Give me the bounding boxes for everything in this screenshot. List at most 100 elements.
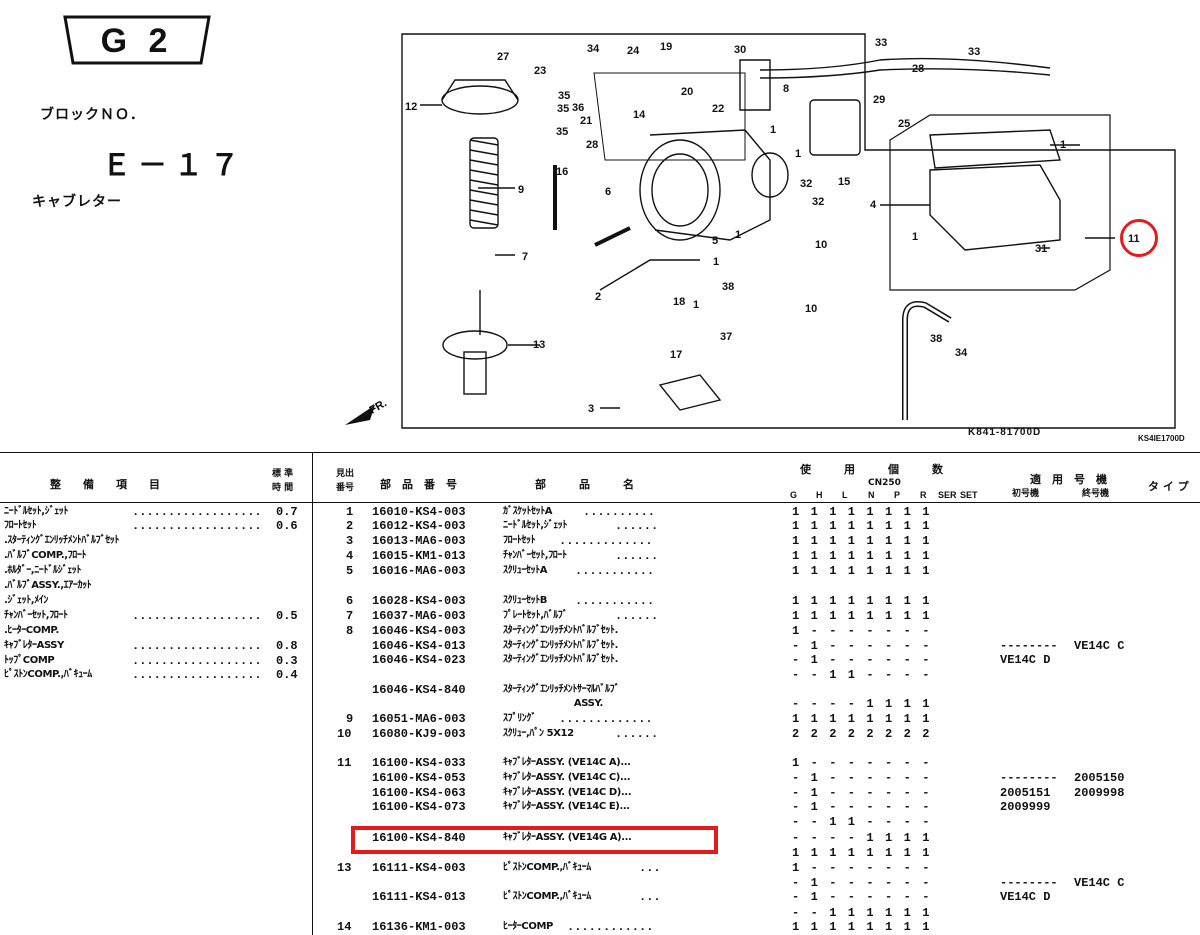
maintenance-std-time: 0.3 (276, 654, 298, 668)
svg-text:25: 25 (898, 118, 910, 130)
part-name: ｽﾀｰﾃｨﾝｸﾞｴﾝﾘｯﾁﾒﾝﾄｻｰﾏﾙﾊﾞﾙﾌﾞ (503, 684, 620, 695)
part-name: ASSY. (503, 698, 603, 709)
leader-dots: ............ (567, 920, 654, 934)
part-number: 16100-KS4-840 (372, 831, 466, 845)
part-name: ｷｬﾌﾞﾚﾀｰASSY. (VE14C A)... (503, 757, 631, 768)
ref-number: 5 (346, 564, 354, 578)
usage-counts: 11111111 (792, 846, 941, 860)
svg-text:10: 10 (805, 303, 817, 315)
leader-dots: ........... (575, 594, 655, 608)
first-serial: -------- (1000, 876, 1058, 890)
svg-text:19: 19 (660, 41, 672, 53)
table-divider (312, 452, 313, 935)
svg-text:30: 30 (734, 44, 746, 56)
maintenance-std-time: 0.7 (276, 505, 298, 519)
maintenance-item-name: ﾄｯﾌﾟCOMP (4, 655, 55, 666)
usage-counts: ----1111 (792, 697, 941, 711)
drawing-code-small: KS4IE1700D (1138, 434, 1185, 443)
svg-text:34: 34 (587, 43, 600, 55)
svg-text:1: 1 (795, 148, 801, 160)
svg-text:1: 1 (713, 256, 719, 268)
usage-counts: 11111111 (792, 609, 941, 623)
svg-text:12: 12 (405, 101, 417, 113)
last-serial: 2009998 (1074, 786, 1125, 800)
leader-dots: .......... (583, 505, 656, 519)
last-serial: 2005150 (1074, 771, 1125, 785)
svg-text:20: 20 (681, 86, 693, 98)
maintenance-std-time: 0.6 (276, 519, 298, 533)
group-badge-frame (63, 15, 211, 65)
part-name: ﾋｰﾀｰCOMP (503, 921, 553, 932)
maintenance-item-name: .ﾊﾞﾙﾌﾞCOMP.,ﾌﾛｰﾄ (4, 550, 87, 561)
svg-text:8: 8 (783, 83, 789, 95)
part-name: ﾋﾟｽﾄﾝCOMP.,ﾊﾞｷｭｰﾑ (503, 862, 591, 873)
svg-text:3: 3 (588, 403, 594, 415)
first-serial: VE14C D (1000, 890, 1051, 904)
part-name: ｽﾀｰﾃｨﾝｸﾞｴﾝﾘｯﾁﾒﾝﾄﾊﾞﾙﾌﾞｾｯﾄ. (503, 654, 618, 665)
svg-text:1: 1 (912, 231, 918, 243)
usage-header: 使 用 個 数 (800, 463, 943, 476)
usage-counts: 1------- (792, 624, 941, 638)
svg-text:32: 32 (800, 178, 812, 190)
svg-text:38: 38 (722, 281, 734, 293)
part-name: ｽﾀｰﾃｨﾝｸﾞｴﾝﾘｯﾁﾒﾝﾄﾊﾞﾙﾌﾞｾｯﾄ. (503, 640, 618, 651)
part-name: ﾌﾛｰﾄｾｯﾄ (503, 535, 536, 546)
usage-counts: --11---- (792, 668, 941, 682)
svg-text:14: 14 (633, 109, 646, 121)
part-name: ﾁｬﾝﾊﾞｰｾｯﾄ,ﾌﾛｰﾄ (503, 550, 567, 561)
ref-number: 6 (346, 594, 354, 608)
usage-counts: -1------ (792, 653, 941, 667)
usage-counts: --111111 (792, 906, 941, 920)
block-number: Ｅ－１７ (102, 150, 247, 182)
usage-counts: -1------ (792, 876, 941, 890)
part-number: 16100-KS4-033 (372, 756, 466, 770)
svg-text:28: 28 (586, 139, 598, 151)
ref-no-header: 見出 番号 (336, 469, 355, 493)
part-number: 16046-KS4-840 (372, 683, 466, 697)
svg-text:1: 1 (693, 299, 699, 311)
usage-counts: 1------- (792, 756, 941, 770)
usage-counts: 11111111 (792, 505, 941, 519)
part-number: 16010-KS4-003 (372, 505, 466, 519)
ref-number: 2 (346, 519, 354, 533)
first-serial: -------- (1000, 639, 1058, 653)
svg-text:34: 34 (955, 347, 968, 359)
part-number: 16013-MA6-003 (372, 534, 466, 548)
body-subframe (593, 72, 746, 161)
svg-text:28: 28 (912, 63, 924, 75)
maintenance-std-time: 0.8 (276, 639, 298, 653)
part-number: 16051-MA6-003 (372, 712, 466, 726)
usage-counts: 11111111 (792, 920, 941, 934)
part-name: ｽﾀｰﾃｨﾝｸﾞｴﾝﾘｯﾁﾒﾝﾄﾊﾞﾙﾌﾞｾｯﾄ. (503, 625, 618, 636)
svg-text:16: 16 (556, 166, 568, 178)
part-number: 16016-MA6-003 (372, 564, 466, 578)
part-number: 16046-KS4-013 (372, 639, 466, 653)
usage-counts: -1------ (792, 771, 941, 785)
table-header-rule (0, 502, 1200, 503)
maintenance-item-name: ﾁｬﾝﾊﾞｰｾｯﾄ,ﾌﾛｰﾄ (4, 610, 68, 621)
maintenance-item-name: ﾌﾛｰﾄｾｯﾄ (4, 520, 37, 531)
part-name: ｽｸﾘｭｰｾｯﾄB (503, 595, 548, 606)
usage-counts: 11111111 (792, 519, 941, 533)
leader-dots: ............. (559, 712, 653, 726)
part-name: ﾋﾟｽﾄﾝCOMP.,ﾊﾞｷｭｰﾑ (503, 891, 591, 902)
svg-text:15: 15 (838, 176, 850, 188)
svg-text:10: 10 (815, 239, 827, 251)
svg-text:22: 22 (712, 103, 724, 115)
last-serial: VE14C C (1074, 639, 1125, 653)
part-name: ﾌﾟﾚｰﾄｾｯﾄ,ﾊﾞﾙﾌﾞ (503, 610, 568, 621)
part-number: 16015-KM1-013 (372, 549, 466, 563)
maintenance-std-time: 0.4 (276, 668, 298, 682)
svg-text:24: 24 (627, 45, 640, 57)
part-number-header: 部 品 番 号 (380, 478, 457, 491)
first-no-header: 初号機 (1012, 489, 1040, 499)
highlight-circle-annotation (1120, 219, 1158, 257)
usage-counts: 1------- (792, 861, 941, 875)
leader-dots: .................. (132, 654, 262, 668)
svg-text:FR.: FR. (368, 397, 389, 416)
leader-dots: ... (639, 890, 661, 904)
drawing-code: K841-81700D (968, 427, 1042, 438)
part-number: 16037-MA6-003 (372, 609, 466, 623)
ref-number: 9 (346, 712, 354, 726)
